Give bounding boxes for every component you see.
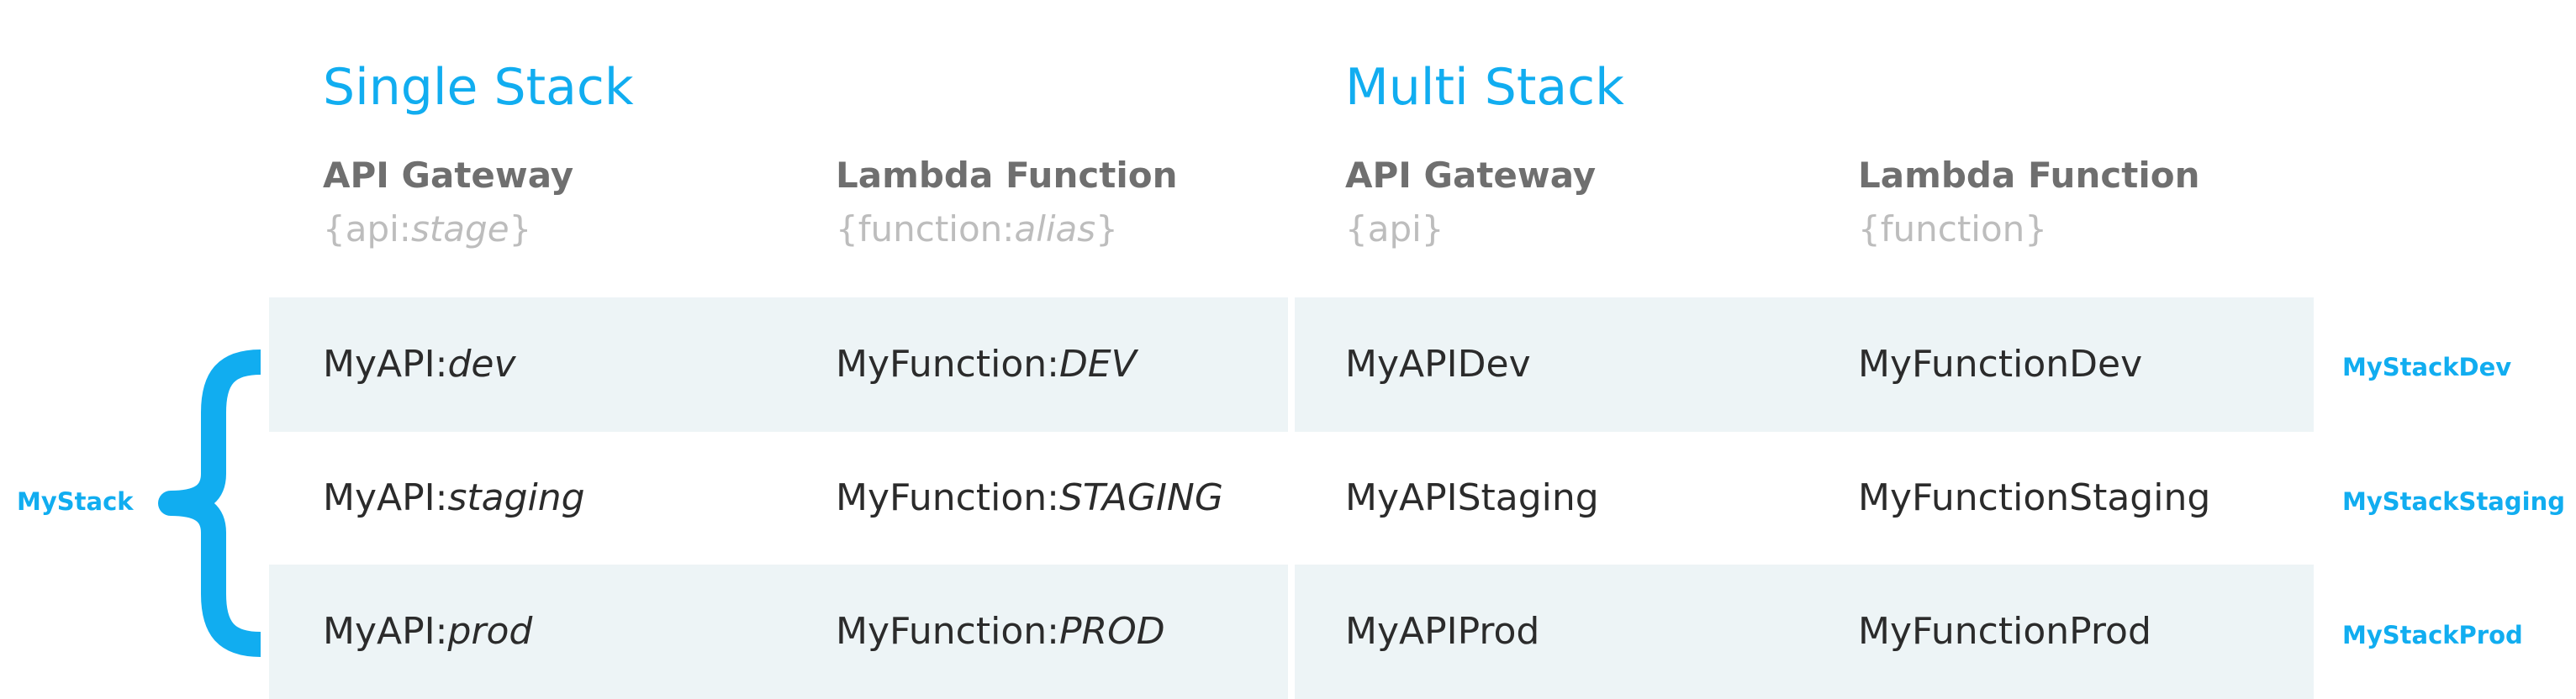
single-lambda-function-heading: Lambda Function — [836, 155, 1178, 196]
multi-api-prod: MyAPIProd — [1345, 610, 1540, 653]
single-stack-title: Single Stack — [323, 58, 634, 117]
multi-row-band-prod — [1295, 565, 2314, 699]
multi-api-gateway-format: {api} — [1345, 208, 1444, 250]
single-row-band-prod — [269, 565, 1288, 699]
stack-label-dev: MyStackDev — [2342, 353, 2512, 381]
curly-brace-icon — [158, 350, 261, 657]
single-api-prod: MyAPI:prod — [323, 610, 533, 653]
multi-lambda-function-format: {function} — [1858, 208, 2048, 250]
multi-stack-title: Multi Stack — [1345, 58, 1624, 117]
multi-api-gateway-heading: API Gateway — [1345, 155, 1597, 196]
single-api-staging: MyAPI:staging — [323, 476, 585, 519]
multi-function-dev: MyFunctionDev — [1858, 343, 2143, 386]
single-api-gateway-heading: API Gateway — [323, 155, 574, 196]
single-lambda-function-format: {function:alias} — [836, 208, 1118, 250]
single-function-staging: MyFunction:STAGING — [836, 476, 1223, 519]
multi-lambda-function-heading: Lambda Function — [1858, 155, 2200, 196]
multi-row-band-dev — [1295, 297, 2314, 432]
stack-label-staging: MyStackStaging — [2342, 487, 2565, 516]
multi-api-staging: MyAPIStaging — [1345, 476, 1599, 519]
multi-function-staging: MyFunctionStaging — [1858, 476, 2211, 519]
single-api-dev: MyAPI:dev — [323, 343, 516, 386]
multi-api-dev: MyAPIDev — [1345, 343, 1531, 386]
stack-label-prod: MyStackProd — [2342, 621, 2523, 649]
single-api-gateway-format: {api:stage} — [323, 208, 532, 250]
single-row-band-dev — [269, 297, 1288, 432]
single-function-prod: MyFunction:PROD — [836, 610, 1165, 653]
single-function-dev: MyFunction:DEV — [836, 343, 1137, 386]
stack-label-single: MyStack — [17, 487, 134, 516]
multi-function-prod: MyFunctionProd — [1858, 610, 2151, 653]
